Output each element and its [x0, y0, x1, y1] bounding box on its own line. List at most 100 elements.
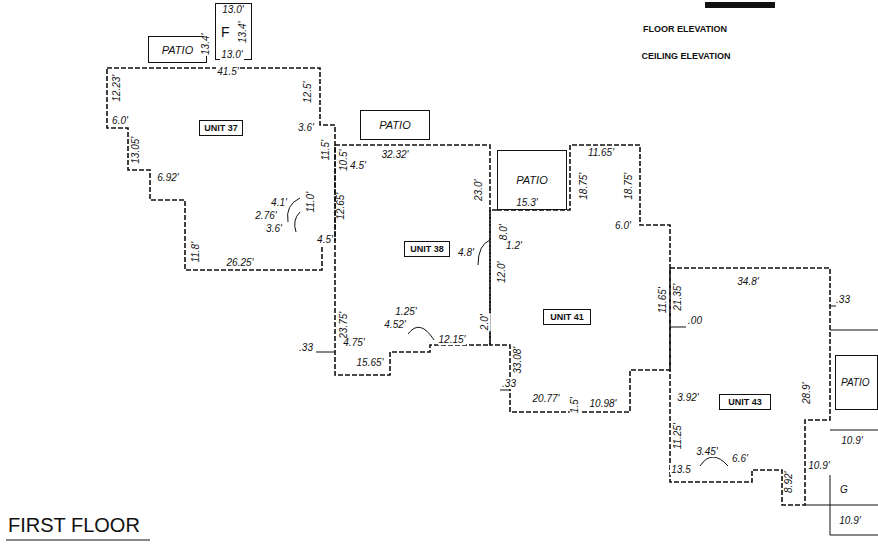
dimension-label: 1.5' [570, 396, 581, 414]
node-text: UNIT 43 [728, 397, 762, 407]
dimension-label: 11.65' [587, 148, 615, 159]
dimension-label: 28.9' [803, 381, 814, 404]
node-text: PATIO [841, 377, 870, 388]
dimension-label: 12.15' [438, 335, 467, 346]
dimension-tick [500, 390, 510, 391]
dimension-label: 13.4' [202, 32, 213, 55]
dimension-label: 4.75' [342, 338, 365, 349]
dimension-label: 32.32' [381, 150, 410, 161]
dimension-label: 3.92' [676, 393, 699, 404]
dimension-label: 13.0' [220, 50, 243, 61]
dimension-label: 8.0' [499, 223, 510, 241]
dimension-label: 10.9' [838, 516, 861, 527]
adjacent-wall [830, 475, 831, 535]
dimension-label: 12.0' [498, 260, 509, 283]
dimension-label: 3.6' [297, 123, 315, 134]
dimension-label: 4.52' [383, 320, 406, 331]
dimension-label: 12.23' [112, 74, 123, 103]
dimension-label: G [839, 485, 849, 496]
dimension-tick [670, 327, 686, 328]
node-text: PATIO [379, 119, 410, 131]
adjacent-wall [805, 505, 878, 506]
dimension-label: 3.6' [265, 224, 283, 235]
patio-box: PATIO [360, 110, 430, 140]
unit-label-box: UNIT 41 [543, 309, 591, 325]
node-text: PATIO [516, 174, 547, 186]
dimension-label: 12.5' [304, 80, 315, 103]
node-text: UNIT 38 [410, 244, 444, 254]
plan-title: FIRST FLOOR [8, 514, 140, 537]
dimension-label: 2.0' [480, 313, 491, 331]
dimension-label: .33 [501, 379, 517, 390]
dimension-label: .33 [298, 343, 314, 354]
unit-38-outline [335, 145, 490, 375]
dimension-label: 18.75' [624, 172, 635, 201]
dimension-label: 4.5' [316, 235, 334, 246]
dimension-label: 13.05' [131, 136, 142, 165]
door-swing [700, 457, 728, 466]
dimension-tick [316, 352, 335, 353]
dimension-label: 15.65' [356, 358, 385, 369]
patio-box: PATIO [148, 36, 207, 63]
dimension-label: 4.1' [270, 198, 288, 209]
dimension-label: 6.92' [156, 173, 179, 184]
node-text: PATIO [162, 44, 193, 56]
node-text: UNIT 37 [204, 123, 238, 133]
legend-note: CEILING ELEVATION [640, 52, 731, 61]
adjacent-wall [830, 535, 878, 536]
dimension-label: .00 [687, 316, 703, 327]
dimension-label: 1.25' [394, 307, 417, 318]
door-swing [288, 198, 301, 232]
dimension-label: 1.2' [505, 241, 523, 252]
dimension-tick [830, 306, 836, 307]
patio-box: PATIO [835, 355, 878, 410]
dimension-label: 11.0' [306, 191, 317, 214]
door-swing [478, 240, 490, 265]
adjacent-wall [830, 330, 878, 331]
door-swing [408, 327, 434, 340]
unit-41-outline [490, 145, 670, 412]
dimension-label: 12.65' [336, 192, 347, 221]
dimension-label: 21.35' [673, 283, 684, 312]
dimension-label: 13.5 [670, 465, 691, 476]
dimension-label: 20.77' [532, 394, 561, 405]
unit-37-outline [107, 68, 335, 270]
dimension-label: 18.75' [579, 172, 590, 201]
dimension-label: 23.0' [475, 178, 486, 201]
title-underline [6, 540, 150, 541]
dimension-label: 15.3' [515, 198, 538, 209]
dimension-label: 33.08' [513, 346, 524, 375]
dimension-label: 6.0' [111, 116, 129, 127]
dimension-label: 13.0' [221, 5, 244, 16]
dimension-label: 23.75' [339, 311, 350, 340]
unit-43-outline [670, 268, 830, 505]
dimension-label: 41.5' [216, 67, 239, 78]
dimension-label: 8.92' [785, 470, 796, 493]
dimension-label: 4.5' [349, 161, 367, 172]
legend-note: FLOOR ELEVATION [642, 25, 728, 34]
adjacent-wall [830, 430, 878, 431]
dimension-label: 13.4' [239, 20, 250, 43]
dimension-label: 6.0' [614, 221, 632, 232]
dimension-label: 26.25' [226, 258, 255, 269]
node-text: UNIT 41 [550, 312, 584, 322]
unit-label-box: UNIT 43 [719, 394, 771, 410]
legend-header-bar [705, 2, 775, 8]
unit-label-box: UNIT 38 [404, 241, 450, 257]
dimension-label: 2.76' [254, 211, 277, 222]
dimension-label: 10.9' [807, 461, 830, 472]
dimension-label: 11.5' [321, 139, 332, 162]
dimension-label: 4.8' [457, 248, 475, 259]
dimension-label: 10.9' [840, 436, 863, 447]
dimension-label: 34.8' [736, 277, 759, 288]
unit-label-box: UNIT 37 [199, 120, 243, 136]
dimension-label: 10.98' [589, 399, 618, 410]
dimension-label: 6.6' [731, 454, 749, 465]
dimension-label: 11.25' [673, 422, 684, 450]
dimension-label: .33 [835, 295, 851, 306]
node-text: F [221, 24, 230, 40]
dimension-label: 11.8' [191, 241, 202, 264]
dimension-label: 11.65' [658, 286, 669, 314]
dimension-label: 3.45' [695, 447, 718, 458]
